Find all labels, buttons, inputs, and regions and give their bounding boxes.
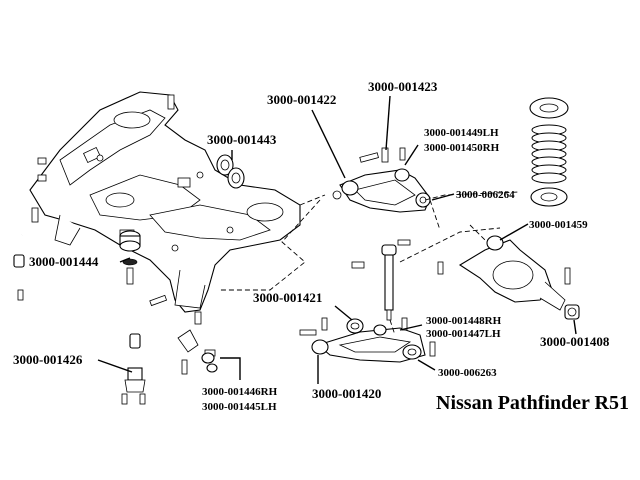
part-label-3000-001426: 3000-001426 xyxy=(13,352,83,367)
part-label-3000-006264: 3000-006264 xyxy=(456,189,515,201)
part-label-3000-001422: 3000-001422 xyxy=(267,92,336,107)
part-label-3000-001459: 3000-001459 xyxy=(529,219,588,231)
part-label-3000-001420: 3000-001420 xyxy=(312,386,381,401)
part-label-3000-001449lh: 3000-001449LH xyxy=(424,127,499,139)
subframe-bolts xyxy=(31,94,202,325)
stabilizer-link-bushing xyxy=(201,352,218,373)
part-label-3000-001421: 3000-001421 xyxy=(253,290,322,305)
part-label-3000-001444: 3000-001444 xyxy=(29,254,99,269)
part-label-3000-001408: 3000-001408 xyxy=(540,334,610,349)
leader-lines xyxy=(97,95,577,384)
part-label-3000-001443: 3000-001443 xyxy=(207,132,277,147)
lower-control-arm xyxy=(299,317,436,363)
assembly-lines xyxy=(220,191,521,336)
shock-absorber xyxy=(351,239,411,321)
stabilizer-bar xyxy=(13,234,216,375)
upper-control-arm xyxy=(332,147,431,213)
subframe-bushing xyxy=(216,154,245,189)
rear-lower-link xyxy=(437,235,571,311)
link-bushing xyxy=(564,304,580,320)
rear-subframe xyxy=(29,91,301,325)
part-label-3000-001445lh: 3000-001445LH xyxy=(202,401,277,413)
part-label-3000-006263: 3000-006263 xyxy=(438,367,497,379)
diagram-title: Nissan Pathfinder R51 xyxy=(436,392,629,414)
part-label-3000-001447lh: 3000-001447LH xyxy=(426,328,501,340)
part-label-3000-001423: 3000-001423 xyxy=(368,79,438,94)
coil-spring xyxy=(529,97,569,207)
part-label-3000-001450rh: 3000-001450RH xyxy=(424,142,500,154)
subframe-mount-bushing xyxy=(119,230,141,285)
part-label-3000-001446rh: 3000-001446RH xyxy=(202,386,278,398)
stabilizer-bushing-clamp xyxy=(121,367,146,405)
part-label-3000-001448rh: 3000-001448RH xyxy=(426,315,502,327)
